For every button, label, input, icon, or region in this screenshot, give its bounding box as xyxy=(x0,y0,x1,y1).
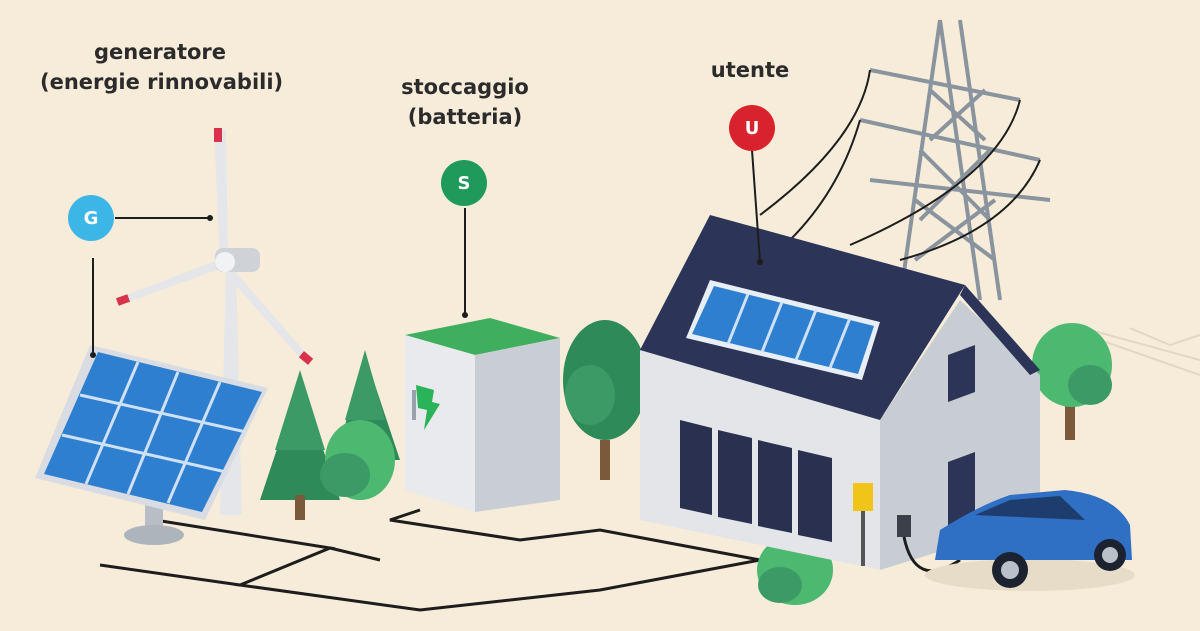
user-label-title: utente xyxy=(710,58,790,82)
generator-label: generatore (energie rinnovabili) xyxy=(40,37,284,97)
pine-tree xyxy=(260,370,340,520)
electricity-pylon xyxy=(859,19,1051,301)
user-badge: U xyxy=(729,105,775,151)
electric-car xyxy=(925,490,1135,591)
ground-solar-panel xyxy=(35,345,268,545)
ground-wiring xyxy=(99,508,761,612)
generator-label-title: generatore xyxy=(93,40,227,64)
callout-lines xyxy=(92,149,761,355)
house xyxy=(640,215,1040,570)
round-tree xyxy=(320,420,395,500)
callout-dots xyxy=(90,215,763,358)
storage-label: stoccaggio (batteria) xyxy=(390,72,540,132)
round-tree xyxy=(1032,323,1112,440)
generator-badge: G xyxy=(68,195,114,241)
distant-power-lines xyxy=(1089,327,1200,376)
pylon-cables xyxy=(759,69,1041,261)
generator-label-subtitle: (energie rinnovabili) xyxy=(40,70,284,94)
user-label: utente xyxy=(695,55,805,85)
battery-storage xyxy=(405,318,560,512)
storage-label-subtitle: (batteria) xyxy=(407,105,523,129)
storage-badge: S xyxy=(441,160,487,206)
round-tree xyxy=(563,320,647,480)
storage-label-title: stoccaggio xyxy=(401,75,529,99)
